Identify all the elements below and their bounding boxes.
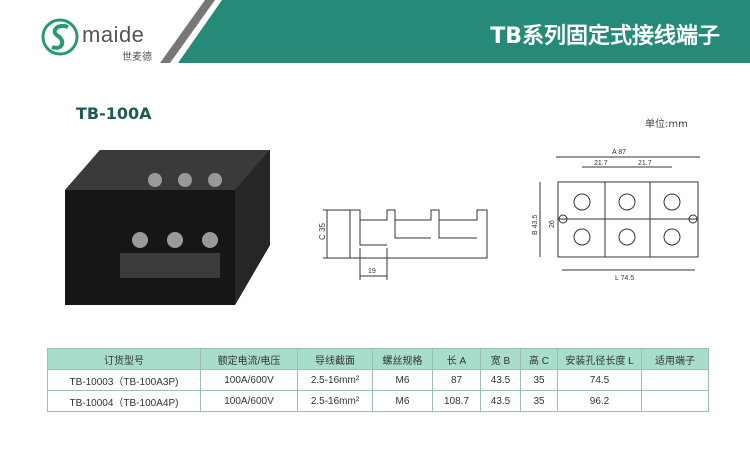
inner-dimension: 26 [549, 220, 556, 228]
cell-rating: 100A/600V [200, 369, 298, 391]
cell-length: 108.7 [432, 390, 481, 412]
cell-height: 35 [520, 390, 558, 412]
cell-height: 35 [520, 369, 558, 391]
cell-terminal [641, 390, 709, 412]
cell-rating: 100A/600V [200, 390, 298, 412]
cell-wire: 2.5-16mm² [297, 390, 373, 412]
brand-name: maide [82, 22, 145, 47]
brand-name-cn: 世麦德 [122, 52, 152, 63]
cell-order-no: TB-10004（TB-100A4P) [47, 390, 201, 412]
product-photo [65, 150, 270, 305]
col-header: 螺丝规格 [372, 348, 433, 370]
page-title: TB系列固定式接线端子 [490, 24, 720, 49]
col-header: 订货型号 [47, 348, 201, 370]
cell-order-no: TB-10003（TB-100A3P) [47, 369, 201, 391]
col-header: 高 C [520, 348, 558, 370]
cell-width: 43.5 [480, 369, 521, 391]
cell-length: 87 [432, 369, 481, 391]
cell-mount: 74.5 [557, 369, 642, 391]
col-header: 宽 B [480, 348, 521, 370]
table-row: TB-10004（TB-100A4P) 100A/600V 2.5-16mm² … [47, 390, 709, 412]
table-header-row: 订货型号 额定电流/电压 导线截面 螺丝规格 长 A 宽 B 高 C 安装孔径长… [47, 348, 709, 370]
cell-mount: 96.2 [557, 390, 642, 412]
pitch-dimension: 19 [368, 268, 376, 275]
product-model: TB-100A [76, 104, 152, 123]
header-band [160, 0, 750, 63]
col-header: 长 A [432, 348, 481, 370]
pitch-dimension-2: 21.7 [638, 160, 652, 167]
unit-label: 单位:mm [645, 119, 688, 130]
width-dimension: B 43.5 [532, 215, 539, 235]
col-header: 适用端子 [641, 348, 709, 370]
length-dimension: A 87 [612, 149, 626, 156]
cell-screw: M6 [372, 369, 433, 391]
col-header: 额定电流/电压 [200, 348, 298, 370]
mount-dimension: L 74.5 [615, 275, 634, 282]
logo-swirl-icon [41, 18, 79, 56]
col-header: 导线截面 [297, 348, 373, 370]
spec-table: 订货型号 额定电流/电压 导线截面 螺丝规格 长 A 宽 B 高 C 安装孔径长… [47, 348, 709, 412]
side-view-drawing: C 35 19 [318, 209, 488, 280]
cell-wire: 2.5-16mm² [297, 369, 373, 391]
cell-width: 43.5 [480, 390, 521, 412]
table-row: TB-10003（TB-100A3P) 100A/600V 2.5-16mm² … [47, 369, 709, 391]
pitch-dimension-1: 21.7 [594, 160, 608, 167]
cell-terminal [641, 369, 709, 391]
height-dimension: C 35 [318, 223, 327, 240]
top-view-drawing: A 87 21.7 21.7 B 43.5 26 L 74.5 [532, 149, 700, 282]
col-header: 安装孔径长度 L [557, 348, 642, 370]
cell-screw: M6 [372, 390, 433, 412]
